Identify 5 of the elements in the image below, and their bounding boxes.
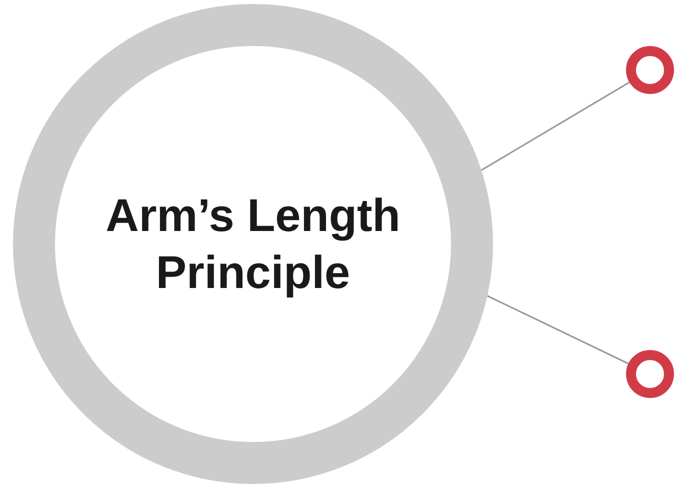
- connector-line: [486, 295, 629, 364]
- ring-marker: [626, 350, 674, 398]
- node-title: Arm’s Length Principle: [104, 188, 402, 300]
- connector-line: [480, 82, 630, 171]
- ring-marker: [626, 46, 674, 94]
